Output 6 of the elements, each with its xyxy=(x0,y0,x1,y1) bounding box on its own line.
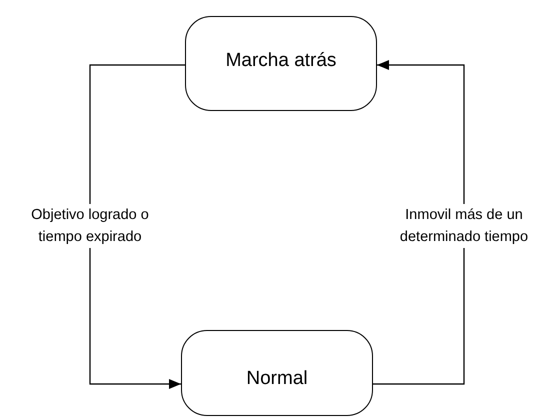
state-box xyxy=(181,330,373,416)
state-label: Marcha atrás xyxy=(226,50,336,72)
connector-arrow xyxy=(89,64,185,389)
connector-arrow xyxy=(373,60,465,385)
state-box xyxy=(185,16,377,111)
state-label: Normal xyxy=(246,368,308,390)
